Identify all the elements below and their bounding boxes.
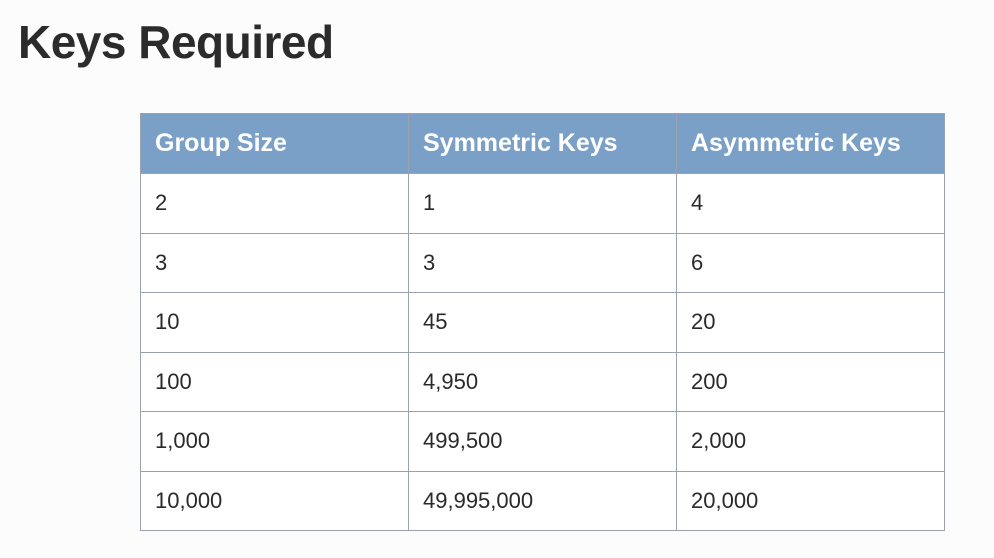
symmetric-keys-cell: 45 bbox=[408, 292, 677, 353]
asymmetric-keys-cell: 20,000 bbox=[676, 470, 945, 531]
symmetric-keys-cell: 3 bbox=[408, 232, 677, 293]
group-size-cell: 10,000 bbox=[140, 470, 409, 531]
symmetric-keys-cell: 4,950 bbox=[408, 351, 677, 412]
group-size-cell: 10 bbox=[140, 292, 409, 353]
group-size-cell: 2 bbox=[140, 173, 409, 234]
asymmetric-keys-cell: 20 bbox=[676, 292, 945, 353]
group-size-cell: 100 bbox=[140, 351, 409, 412]
keys-table: Group Size Symmetric Keys Asymmetric Key… bbox=[140, 113, 945, 531]
header-symmetric-keys: Symmetric Keys bbox=[408, 113, 677, 174]
table-row: 10,000 49,995,000 20,000 bbox=[140, 470, 945, 531]
table-row: 3 3 6 bbox=[140, 232, 945, 293]
table-row: 100 4,950 200 bbox=[140, 351, 945, 412]
asymmetric-keys-cell: 2,000 bbox=[676, 411, 945, 472]
symmetric-keys-cell: 1 bbox=[408, 173, 677, 234]
header-group-size: Group Size bbox=[140, 113, 409, 174]
group-size-cell: 1,000 bbox=[140, 411, 409, 472]
header-asymmetric-keys: Asymmetric Keys bbox=[676, 113, 945, 174]
asymmetric-keys-cell: 6 bbox=[676, 232, 945, 293]
table-row: 2 1 4 bbox=[140, 173, 945, 234]
table-header-row: Group Size Symmetric Keys Asymmetric Key… bbox=[140, 113, 945, 174]
table-row: 10 45 20 bbox=[140, 292, 945, 353]
page-title: Keys Required bbox=[18, 16, 334, 68]
asymmetric-keys-cell: 200 bbox=[676, 351, 945, 412]
symmetric-keys-cell: 49,995,000 bbox=[408, 470, 677, 531]
group-size-cell: 3 bbox=[140, 232, 409, 293]
table-row: 1,000 499,500 2,000 bbox=[140, 411, 945, 472]
asymmetric-keys-cell: 4 bbox=[676, 173, 945, 234]
symmetric-keys-cell: 499,500 bbox=[408, 411, 677, 472]
